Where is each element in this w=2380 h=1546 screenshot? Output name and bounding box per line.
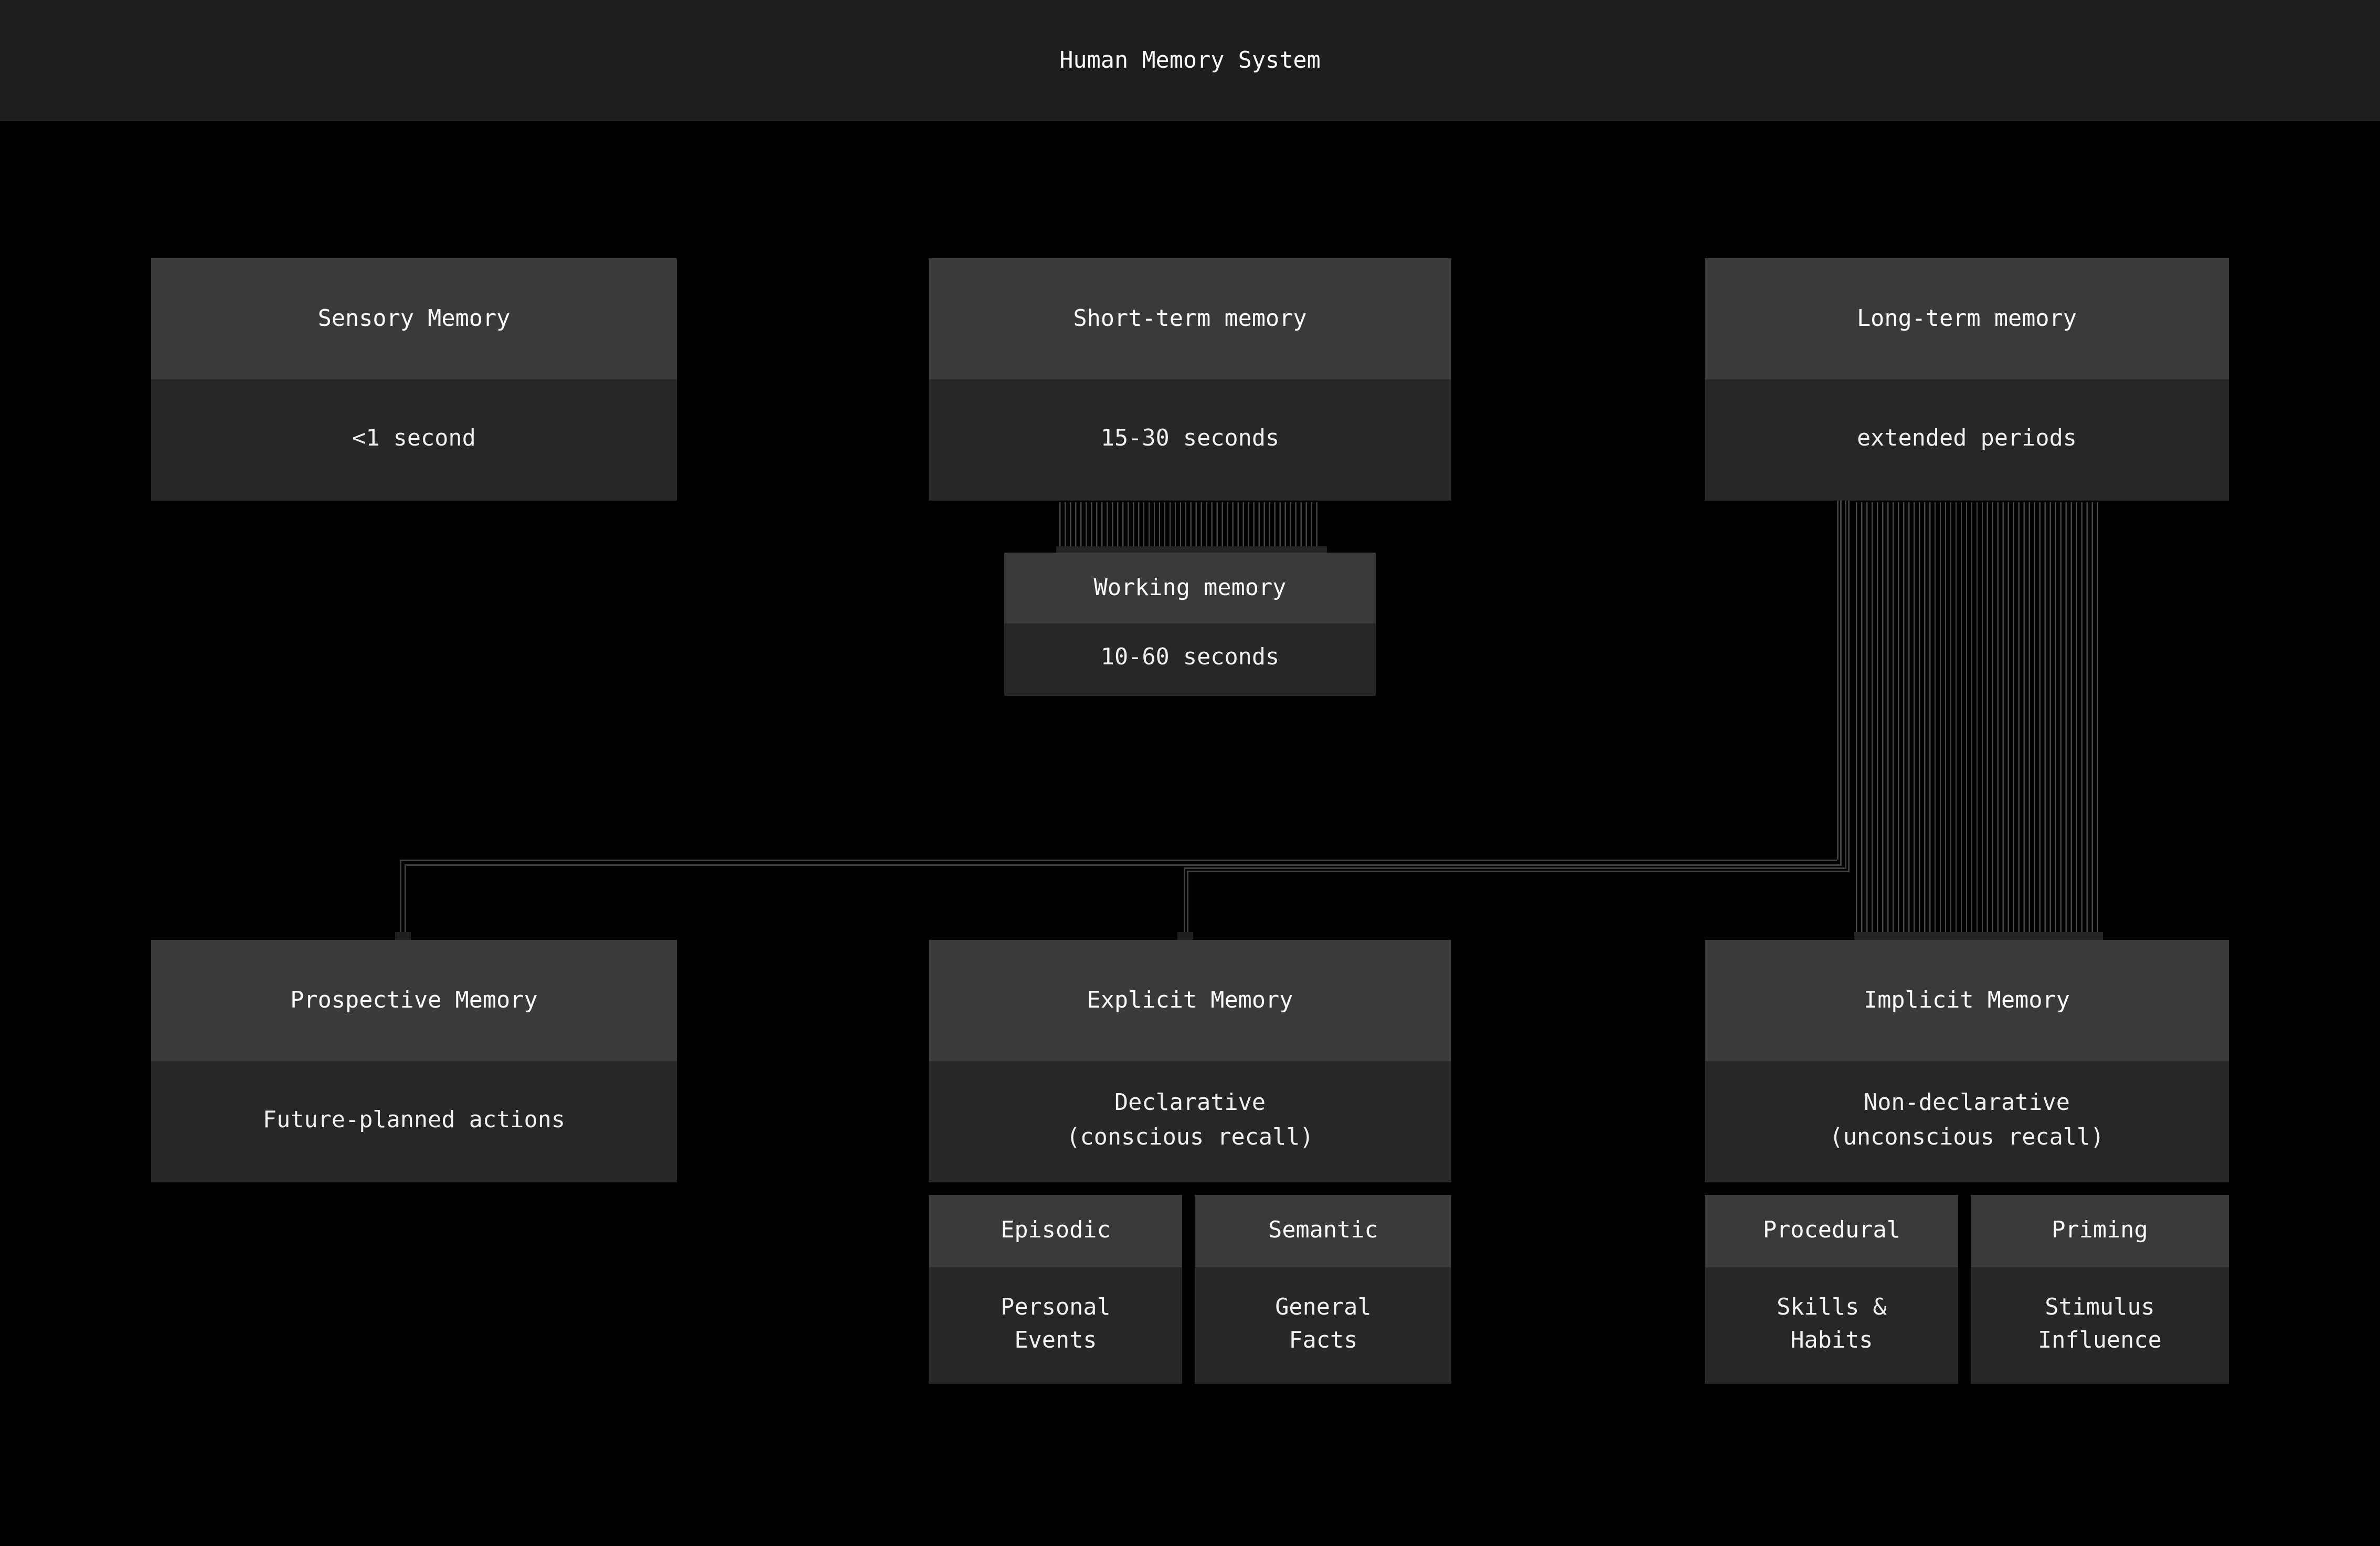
node-explicit-memory-body: Declarative (conscious recall)	[929, 1061, 1451, 1182]
hatch-edge-longterm-to-implicit	[1856, 501, 2101, 932]
node-working-memory-label: Working memory	[1093, 575, 1287, 601]
node-procedural-header: Procedural	[1705, 1194, 1959, 1267]
node-long-term-memory-label: Long-term memory	[1856, 306, 2077, 332]
node-episodic-label: Episodic	[1001, 1218, 1111, 1244]
edge-drop-explicit-2	[1187, 871, 1188, 933]
node-short-term-memory: Short-term memory 15-30 seconds	[929, 258, 1451, 501]
node-short-term-memory-header: Short-term memory	[929, 258, 1451, 379]
node-working-memory: Working memory 10-60 seconds	[1004, 553, 1376, 696]
arrow-nub-prospective	[394, 932, 410, 940]
node-procedural-label: Procedural	[1762, 1218, 1900, 1244]
edge-longterm-stub-4	[1848, 501, 1850, 871]
node-working-memory-header: Working memory	[1004, 553, 1376, 623]
node-short-term-memory-sublabel: 15-30 seconds	[1100, 426, 1280, 452]
node-semantic-sublabel-1: General	[1275, 1295, 1372, 1321]
node-priming-sublabel-1: Stimulus	[2045, 1295, 2155, 1321]
node-procedural: Procedural Skills & Habits	[1705, 1194, 1959, 1384]
node-implicit-memory: Implicit Memory Non-declarative (unconsc…	[1705, 940, 2229, 1182]
node-prospective-memory-sublabel: Future-planned actions	[262, 1108, 566, 1134]
node-sensory-memory-header: Sensory Memory	[151, 258, 677, 379]
node-implicit-memory-sublabel-2: (unconscious recall)	[1829, 1125, 2105, 1150]
node-procedural-sublabel-2: Habits	[1790, 1328, 1873, 1354]
node-episodic-body: Personal Events	[929, 1267, 1183, 1384]
node-implicit-memory-body: Non-declarative (unconscious recall)	[1705, 1061, 2229, 1182]
node-working-memory-body: 10-60 seconds	[1004, 623, 1376, 696]
node-explicit-memory-sublabel-2: (conscious recall)	[1066, 1125, 1314, 1150]
node-procedural-sublabel-1: Skills &	[1777, 1295, 1887, 1321]
node-long-term-memory: Long-term memory extended periods	[1705, 258, 2229, 501]
node-working-memory-sublabel: 10-60 seconds	[1100, 646, 1280, 672]
node-long-term-memory-body: extended periods	[1705, 379, 2229, 501]
node-explicit-memory-label: Explicit Memory	[1087, 988, 1293, 1013]
node-prospective-memory-label: Prospective Memory	[290, 988, 538, 1013]
node-priming-sublabel-2: Influence	[2038, 1328, 2162, 1354]
node-episodic-sublabel-1: Personal	[1001, 1295, 1111, 1321]
node-semantic-sublabel-2: Facts	[1289, 1328, 1358, 1354]
arrow-nub-explicit	[1177, 932, 1194, 940]
edge-drop-explicit-1	[1183, 867, 1185, 933]
node-semantic-label: Semantic	[1268, 1218, 1378, 1244]
edge-longterm-to-explicit-line-2	[1187, 871, 1850, 872]
node-explicit-memory-header: Explicit Memory	[929, 940, 1451, 1061]
node-semantic: Semantic General Facts	[1195, 1194, 1451, 1384]
node-long-term-memory-sublabel: extended periods	[1856, 426, 2077, 452]
hatch-edge-shortterm-to-working	[1059, 501, 1321, 546]
node-semantic-header: Semantic	[1195, 1194, 1451, 1267]
node-priming-label: Priming	[2052, 1218, 2148, 1244]
node-episodic: Episodic Personal Events	[929, 1194, 1183, 1384]
node-sensory-memory-sublabel: <1 second	[352, 426, 476, 452]
node-priming-header: Priming	[1971, 1194, 2229, 1267]
node-procedural-body: Skills & Habits	[1705, 1267, 1959, 1384]
arrow-cap-working	[1056, 546, 1327, 553]
node-prospective-memory-header: Prospective Memory	[151, 940, 677, 1061]
node-sensory-memory-body: <1 second	[151, 379, 677, 501]
node-short-term-memory-body: 15-30 seconds	[929, 379, 1451, 501]
edge-longterm-to-prospective-line-2	[403, 864, 1842, 865]
title-bar: Human Memory System	[0, 0, 2380, 121]
node-priming-body: Stimulus Influence	[1971, 1267, 2229, 1384]
node-prospective-memory-body: Future-planned actions	[151, 1061, 677, 1182]
edge-longterm-stub-1	[1836, 501, 1838, 861]
edge-drop-prospective-1	[400, 860, 402, 933]
edge-longterm-to-explicit-line-1	[1183, 867, 1846, 869]
edge-longterm-stub-2	[1840, 501, 1842, 864]
node-sensory-memory: Sensory Memory <1 second	[151, 258, 677, 501]
node-short-term-memory-label: Short-term memory	[1073, 306, 1307, 332]
edge-longterm-stub-3	[1844, 501, 1846, 867]
arrow-cap-implicit	[1854, 931, 2103, 940]
edge-longterm-to-prospective-line-1	[400, 860, 1838, 862]
node-implicit-memory-header: Implicit Memory	[1705, 940, 2229, 1061]
node-explicit-memory: Explicit Memory Declarative (conscious r…	[929, 940, 1451, 1182]
edge-drop-prospective-2	[403, 864, 406, 933]
node-episodic-header: Episodic	[929, 1194, 1183, 1267]
node-long-term-memory-header: Long-term memory	[1705, 258, 2229, 379]
node-explicit-memory-sublabel-1: Declarative	[1114, 1092, 1266, 1117]
node-implicit-memory-sublabel-1: Non-declarative	[1864, 1092, 2070, 1117]
node-episodic-sublabel-2: Events	[1014, 1328, 1097, 1354]
page-title: Human Memory System	[1059, 48, 1321, 73]
node-prospective-memory: Prospective Memory Future-planned action…	[151, 940, 677, 1182]
node-priming: Priming Stimulus Influence	[1971, 1194, 2229, 1384]
node-sensory-memory-label: Sensory Memory	[317, 306, 511, 332]
node-semantic-body: General Facts	[1195, 1267, 1451, 1384]
node-implicit-memory-label: Implicit Memory	[1864, 988, 2070, 1013]
